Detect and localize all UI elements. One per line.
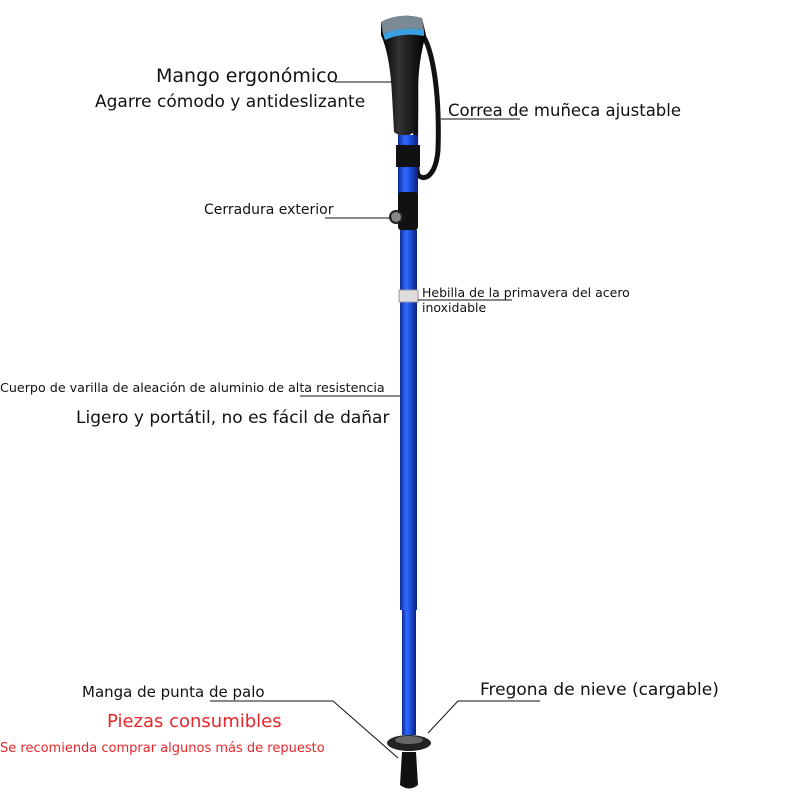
grip-cap xyxy=(381,15,424,34)
spring-buckle xyxy=(398,289,419,303)
grip xyxy=(381,15,426,136)
buckle-label-line2: inoxidable xyxy=(422,300,487,315)
shaft-label: Cuerpo de varilla de aleación de alumini… xyxy=(0,380,385,395)
tip-advice-label: Se recomienda comprar algunos más de rep… xyxy=(0,741,325,756)
tip-label: Manga de punta de palo xyxy=(82,683,265,701)
leader-lines xyxy=(210,81,540,759)
strap-label: Correa de muñeca ajustable xyxy=(448,101,682,120)
basket-label: Fregona de nieve (cargable) xyxy=(480,680,719,700)
tip-sleeve xyxy=(400,752,418,789)
shaft-subtitle-label: Ligero y portátil, no es fácil de dañar xyxy=(76,408,390,428)
grip-title-label: Mango ergonómico xyxy=(156,65,339,87)
grip-subtitle-label: Agarre cómodo y antideslizante xyxy=(95,92,366,112)
buckle-label-line1: Hebilla de la primavera del acero xyxy=(422,285,630,300)
outer-lock xyxy=(398,192,418,230)
tip-note-label: Piezas consumibles xyxy=(107,711,282,732)
lock-label: Cerradura exterior xyxy=(204,202,334,218)
